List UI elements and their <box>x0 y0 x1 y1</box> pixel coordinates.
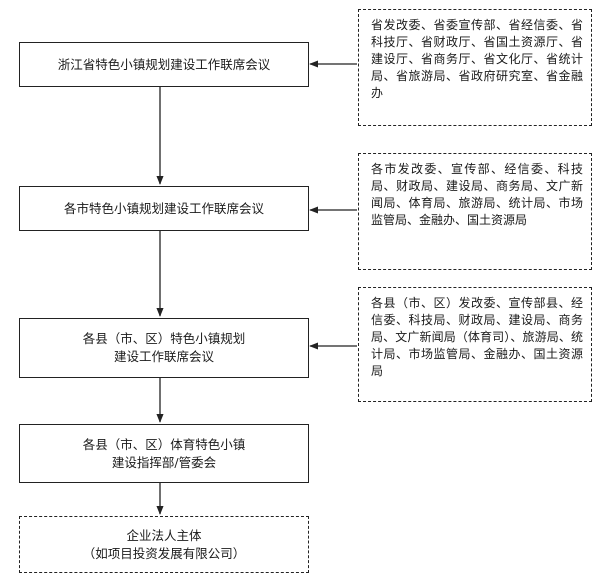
node-line: 建设指挥部/管委会 <box>111 454 217 470</box>
node-line: 各市特色小镇规划建设工作联席会议 <box>63 200 264 216</box>
note-text: 省发改委、省委宣传部、省经信委、省科技厅、省财政厅、省国土资源厅、省建设厅、省商… <box>371 18 583 100</box>
node-enterprise: 企业法人主体 （如项目投资发展有限公司） <box>19 516 309 573</box>
node-line: 各县（市、区）特色小镇规划 <box>82 331 246 346</box>
note-county-members: 各县（市、区）发改委、宣传部县、经信委、科技局、财政局、建设局、商务局、文广新闻… <box>358 287 592 402</box>
node-county-command: 各县（市、区）体育特色小镇 建设指挥部/管委会 <box>19 424 309 483</box>
node-line: 建设工作联席会议 <box>113 349 214 364</box>
node-line: 各县（市、区）体育特色小镇 <box>82 436 246 452</box>
node-province-meeting: 浙江省特色小镇规划建设工作联席会议 <box>19 42 309 87</box>
node-city-meeting: 各市特色小镇规划建设工作联席会议 <box>19 186 309 231</box>
note-text: 各市发改委、宣传部、经信委、科技局、财政局、建设局、商务局、文广新闻局、体育局、… <box>371 162 583 227</box>
node-line: 浙江省特色小镇规划建设工作联席会议 <box>57 56 271 72</box>
node-line: 企业法人主体 <box>126 527 202 543</box>
note-text: 各县（市、区）发改委、宣传部县、经信委、科技局、财政局、建设局、商务局、文广新闻… <box>371 296 583 378</box>
node-county-meeting: 各县（市、区）特色小镇规划 建设工作联席会议 <box>19 318 309 378</box>
node-line: （如项目投资发展有限公司） <box>82 545 246 561</box>
note-province-members: 省发改委、省委宣传部、省经信委、省科技厅、省财政厅、省国土资源厅、省建设厅、省商… <box>358 9 592 126</box>
note-city-members: 各市发改委、宣传部、经信委、科技局、财政局、建设局、商务局、文广新闻局、体育局、… <box>358 153 592 270</box>
